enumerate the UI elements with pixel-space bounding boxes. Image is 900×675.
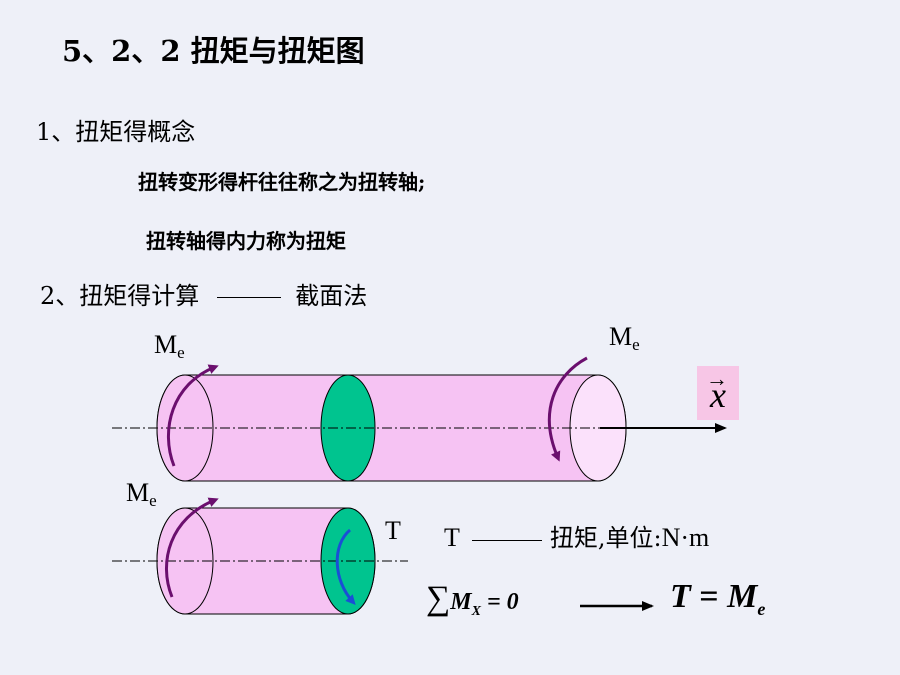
section-2-heading: 2、扭矩得计算 截面法: [40, 276, 367, 311]
torque-arrow-left: [166, 364, 219, 467]
torque-subscript: e: [632, 335, 640, 354]
result-m: M: [727, 578, 758, 615]
torque-symbol: M: [126, 478, 150, 507]
moment-symbol: M: [450, 589, 472, 615]
torque-arrow-lower: [164, 497, 219, 598]
internal-torque-arrow: [335, 528, 356, 605]
result-subscript: e: [757, 598, 766, 619]
result-equation: T = Me: [670, 578, 765, 620]
torque-symbol: M: [609, 322, 633, 351]
torque-label-left: Me: [154, 330, 185, 363]
torque-label-lower: Me: [126, 478, 157, 511]
torque-subscript: e: [177, 343, 185, 362]
torque-subscript: e: [149, 491, 157, 510]
internal-torque-label: T: [385, 516, 401, 545]
torque-label-right: Me: [609, 322, 640, 355]
equilibrium-equation: ∑MX = 0: [426, 580, 519, 620]
x-axis-label: →x: [697, 366, 739, 420]
em-dash: [471, 539, 542, 541]
lower-shaft: [112, 497, 408, 615]
moment-subscript: X: [471, 603, 481, 619]
x-symbol: x: [710, 375, 726, 415]
torque-symbol: M: [154, 330, 178, 359]
torque-arrow-right: [548, 356, 588, 462]
upper-shaft: [112, 356, 727, 482]
definition-line-1: 扭转变形得杆往往称之为扭转轴;: [138, 170, 426, 194]
result-t: T: [670, 578, 691, 615]
em-dash: [217, 297, 282, 298]
section-1-heading: 1、扭矩得概念: [36, 118, 196, 146]
sum-symbol: ∑: [426, 580, 451, 617]
unit: N·m: [661, 523, 710, 552]
result-equals: =: [690, 578, 728, 615]
torque-definition: T 扭矩,单位:N·m: [444, 518, 709, 553]
torque-unit-text: 扭矩,单位:: [549, 524, 662, 552]
section-2-heading-prefix: 2、扭矩得计算: [40, 282, 200, 310]
vector-arrow-icon: →: [706, 366, 728, 391]
definition-line-2: 扭转轴得内力称为扭矩: [146, 229, 346, 253]
equals-zero: = 0: [480, 589, 519, 615]
t-symbol: T: [444, 523, 460, 552]
section-2-heading-suffix: 截面法: [295, 282, 368, 310]
page-title: 5、2、2 扭矩与扭矩图: [62, 34, 365, 68]
